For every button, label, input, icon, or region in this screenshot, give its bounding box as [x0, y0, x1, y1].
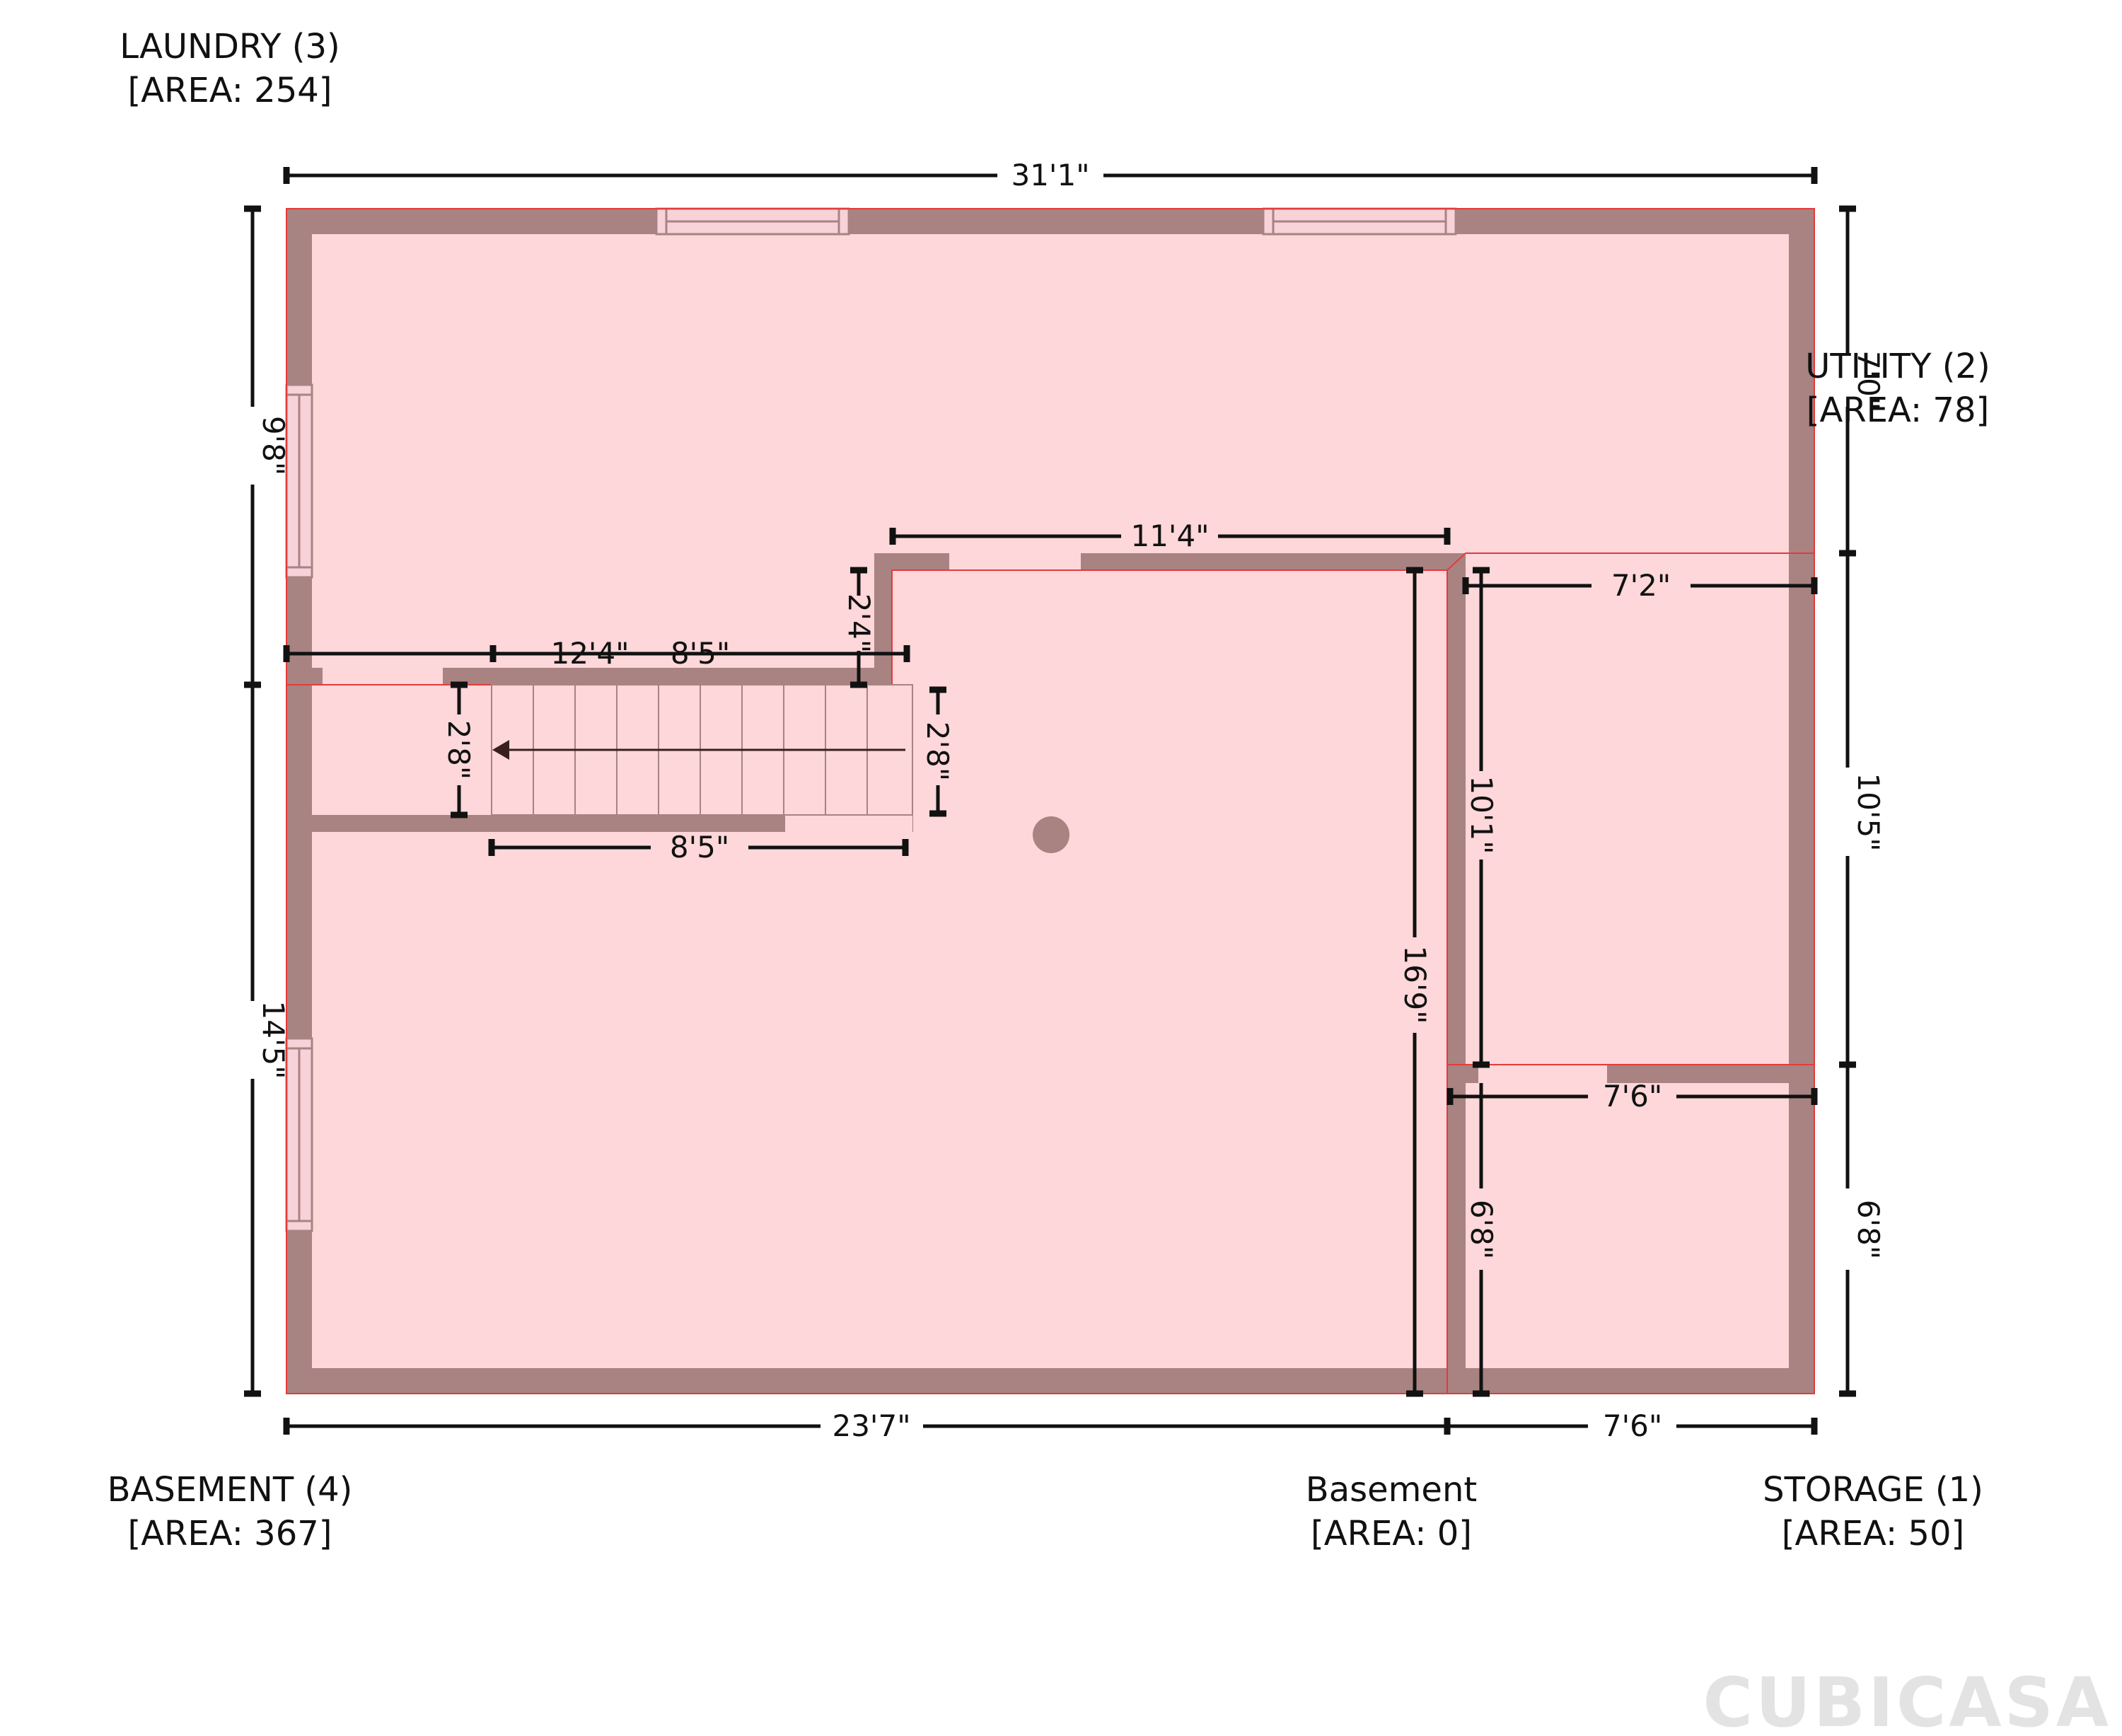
dim-stair-left-height: 2'8": [441, 720, 476, 780]
staircase: [491, 684, 913, 816]
dim-storage-height: 6'8": [1464, 1200, 1499, 1259]
room-label-storage: STORAGE (1) [AREA: 50]: [1763, 1470, 1983, 1553]
brand-logo: CUBICASA: [1703, 1663, 2111, 1736]
dim-right-mid: 10'5": [1851, 772, 1886, 851]
room-area: [AREA: 367]: [127, 1514, 332, 1553]
arrow-head-icon: [492, 740, 509, 760]
room-area: [AREA: 50]: [1782, 1514, 1964, 1553]
room-label-basement-main: BASEMENT (4) [AREA: 367]: [108, 1470, 353, 1553]
room-label-utility: UTILITY (2) [AREA: 78]: [1805, 347, 1990, 430]
dim-basement-height: 16'9": [1398, 945, 1432, 1024]
dim-stair-length: 8'5": [670, 830, 729, 864]
door-openings: [323, 553, 1607, 1083]
dim-interior-top-wall: 11'4": [1130, 519, 1209, 553]
floor-drain-icon: [1033, 816, 1069, 853]
dim-utility-width: 7'2": [1611, 568, 1671, 603]
dim-stair-right-height: 2'8": [920, 722, 955, 781]
room-name: BASEMENT (4): [108, 1470, 353, 1510]
dim-right-top: 7'0": [1851, 351, 1886, 410]
dim-top-width: 31'1": [1011, 158, 1089, 192]
window-top-right: [1262, 207, 1457, 236]
room-name: LAUNDRY (3): [120, 27, 340, 66]
room-name: Basement: [1306, 1470, 1477, 1510]
dim-utility-height: 10'1": [1464, 775, 1499, 854]
dim-upper-left-wall-b: 8'5": [671, 636, 730, 671]
dim-bottom-left: 23'7": [832, 1408, 910, 1443]
window-left-upper: [285, 383, 313, 579]
dimension-lines: [244, 167, 1856, 1435]
room-area: [AREA: 0]: [1311, 1514, 1472, 1553]
dim-interior-step: 2'4": [842, 594, 876, 653]
dim-left-upper: 9'8": [256, 416, 291, 475]
dim-storage-width: 7'6": [1603, 1079, 1662, 1113]
room-outlines: [286, 208, 1815, 1394]
dim-right-bottom: 6'8": [1851, 1200, 1886, 1259]
room-label-basement-small: Basement [AREA: 0]: [1306, 1470, 1477, 1553]
room-area: [AREA: 254]: [127, 71, 332, 110]
dim-bottom-right: 7'6": [1603, 1408, 1662, 1443]
dim-left-lower: 14'5": [256, 1000, 291, 1079]
room-label-laundry: LAUNDRY (3) [AREA: 254]: [120, 27, 340, 110]
room-labels: LAUNDRY (3) [AREA: 254] UTILITY (2) [ARE…: [108, 27, 1990, 1553]
dim-upper-left-wall-a: 12'4": [550, 636, 629, 671]
window-top-left: [655, 207, 850, 236]
room-name: UTILITY (2): [1805, 347, 1990, 386]
room-name: STORAGE (1): [1763, 1470, 1983, 1510]
room-area: [AREA: 78]: [1807, 390, 1989, 430]
dimension-labels: 31'1" 9'8" 14'5" 7'0" 10'5" 6'8" 23'7" 7…: [256, 158, 1886, 1443]
